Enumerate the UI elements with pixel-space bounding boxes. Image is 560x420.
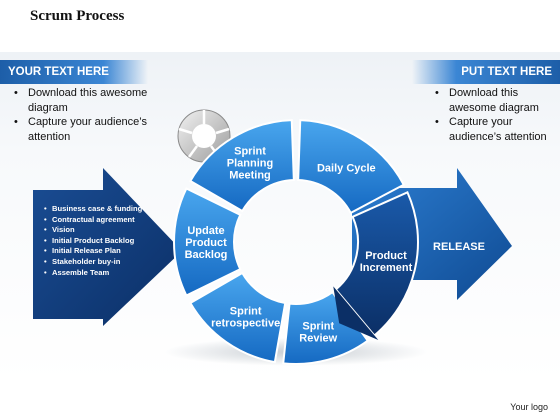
- segment-label-line: Sprint: [230, 306, 262, 318]
- input-arrow-item: Initial Release Plan: [44, 246, 156, 257]
- segment-label-line: Meeting: [229, 169, 271, 181]
- release-label: RELEASE: [433, 241, 485, 253]
- input-arrow-item: Initial Product Backlog: [44, 236, 156, 247]
- segment-label-line: Product: [365, 250, 407, 262]
- segment-update-backlog: [173, 187, 242, 297]
- segment-label-line: Backlog: [185, 249, 228, 261]
- segment-sprint-retrospective: [188, 271, 287, 364]
- segment-label-line: Daily Cycle: [317, 162, 376, 174]
- segment-label-line: Sprint: [302, 320, 334, 332]
- label-daily-cycle: Daily Cycle: [317, 162, 376, 174]
- input-arrow-item: Vision: [44, 225, 156, 236]
- segment-sprint-review: [282, 290, 370, 365]
- left-heading-banner: YOUR TEXT HERE: [0, 60, 148, 84]
- segment-product-increment: [334, 191, 419, 337]
- input-arrow-item: Assemble Team: [44, 268, 156, 279]
- segment-sprint-planning: [188, 119, 295, 213]
- segment-label-line: Update: [187, 225, 224, 237]
- segment-label-line: Product: [185, 237, 227, 249]
- page-title: Scrum Process: [30, 8, 125, 24]
- input-arrow-item: Contractual agreement: [44, 215, 156, 226]
- left-bullet-item: Capture your audience’s attention: [12, 115, 152, 144]
- right-bullet-item: Capture your audience’s attention: [433, 115, 558, 144]
- left-bullet-list: Download this awesome diagram Capture yo…: [12, 86, 152, 144]
- right-bullet-item: Download this awesome diagram: [433, 86, 558, 115]
- segment-label-line: Review: [299, 332, 337, 344]
- segment-label-line: retrospective: [211, 318, 280, 330]
- segment-label-line: Sprint: [234, 145, 266, 157]
- right-bullet-list: Download this awesome diagram Capture yo…: [433, 86, 558, 144]
- product-increment-arrowhead: [333, 286, 379, 341]
- segment-label-line: Planning: [227, 157, 273, 169]
- input-arrow-item: Business case & funding: [44, 204, 156, 215]
- segment-daily-cycle: [297, 119, 406, 215]
- segment-label-line: Increment: [360, 262, 413, 274]
- right-heading-banner: PUT TEXT HERE: [412, 60, 560, 84]
- input-arrow-item: Stakeholder buy-in: [44, 257, 156, 268]
- input-arrow-list: Business case & funding Contractual agre…: [44, 204, 156, 278]
- left-bullet-item: Download this awesome diagram: [12, 86, 152, 115]
- logo-placeholder: Your logo: [510, 402, 548, 412]
